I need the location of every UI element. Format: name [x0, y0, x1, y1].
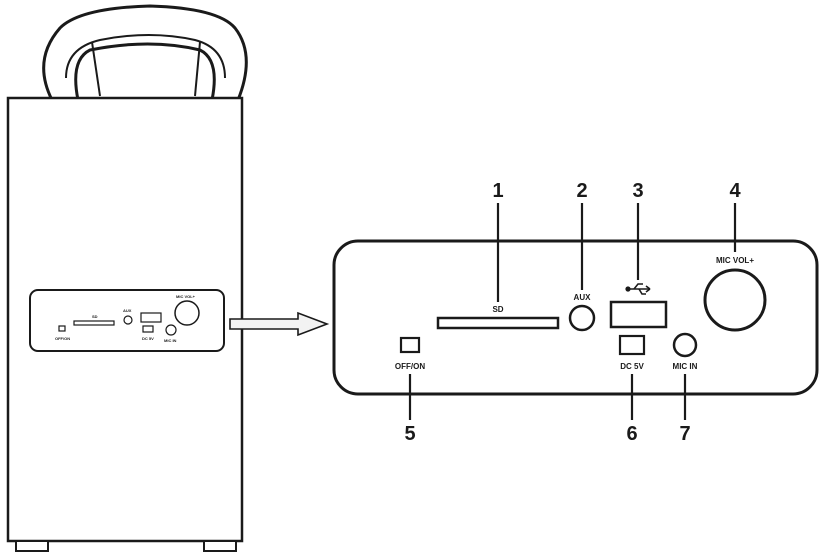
mic-vol-knob — [703, 268, 767, 332]
small-mic-vol-label: MIC VOL+ — [176, 294, 196, 299]
speaker-unit: OFF/ON SD AUX DC 5V MIC IN MIC VOL+ — [6, 4, 248, 552]
small-mic-vol-knob — [174, 300, 200, 326]
callout-leaders — [408, 203, 737, 420]
off-on-label: OFF/ON — [395, 362, 425, 371]
small-sd-label: SD — [92, 314, 98, 319]
small-aux-label: AUX — [123, 308, 132, 313]
usb-icon — [625, 283, 651, 295]
callout-6: 6 — [626, 423, 637, 445]
callout-7: 7 — [679, 423, 690, 445]
small-control-panel: OFF/ON SD AUX DC 5V MIC IN MIC VOL+ — [29, 289, 225, 352]
mic-in-jack — [672, 332, 698, 358]
sd-label: SD — [492, 305, 503, 314]
speaker-handle — [42, 4, 248, 102]
small-aux-jack — [123, 315, 133, 325]
dc-label: DC 5V — [620, 362, 644, 371]
small-sd-slot — [73, 320, 115, 326]
small-off-on-label: OFF/ON — [55, 336, 70, 341]
sd-card-slot — [436, 316, 560, 330]
callout-5: 5 — [404, 423, 415, 445]
callout-2: 2 — [576, 180, 587, 202]
speaker-handle-grip — [65, 34, 226, 79]
small-dc-port — [142, 325, 154, 333]
small-mic-in-label: MIC IN — [164, 338, 177, 343]
mic-in-label: MIC IN — [673, 362, 698, 371]
speaker-foot-right — [203, 540, 237, 552]
zoom-arrow — [229, 311, 330, 337]
dc-port — [618, 334, 646, 356]
callout-4: 4 — [729, 180, 741, 202]
handle-divider-right — [194, 41, 201, 97]
small-mic-in-jack — [165, 324, 177, 336]
mic-vol-label: MIC VOL+ — [716, 256, 754, 265]
callout-1: 1 — [492, 180, 503, 202]
callout-numbers: 1 2 3 4 5 6 7 — [404, 180, 741, 445]
enlarged-control-panel: SD AUX MIC VOL+ OFF/ON DC 5V MIC IN — [332, 239, 819, 396]
callout-3: 3 — [632, 180, 643, 202]
small-usb-port — [140, 312, 162, 323]
aux-jack — [568, 304, 596, 332]
power-switch — [399, 336, 421, 354]
small-power-switch — [58, 325, 66, 332]
aux-label: AUX — [574, 293, 592, 302]
speaker-foot-left — [15, 540, 49, 552]
handle-divider-left — [91, 41, 101, 97]
small-dc-label: DC 5V — [142, 336, 154, 341]
usb-port — [609, 300, 668, 329]
